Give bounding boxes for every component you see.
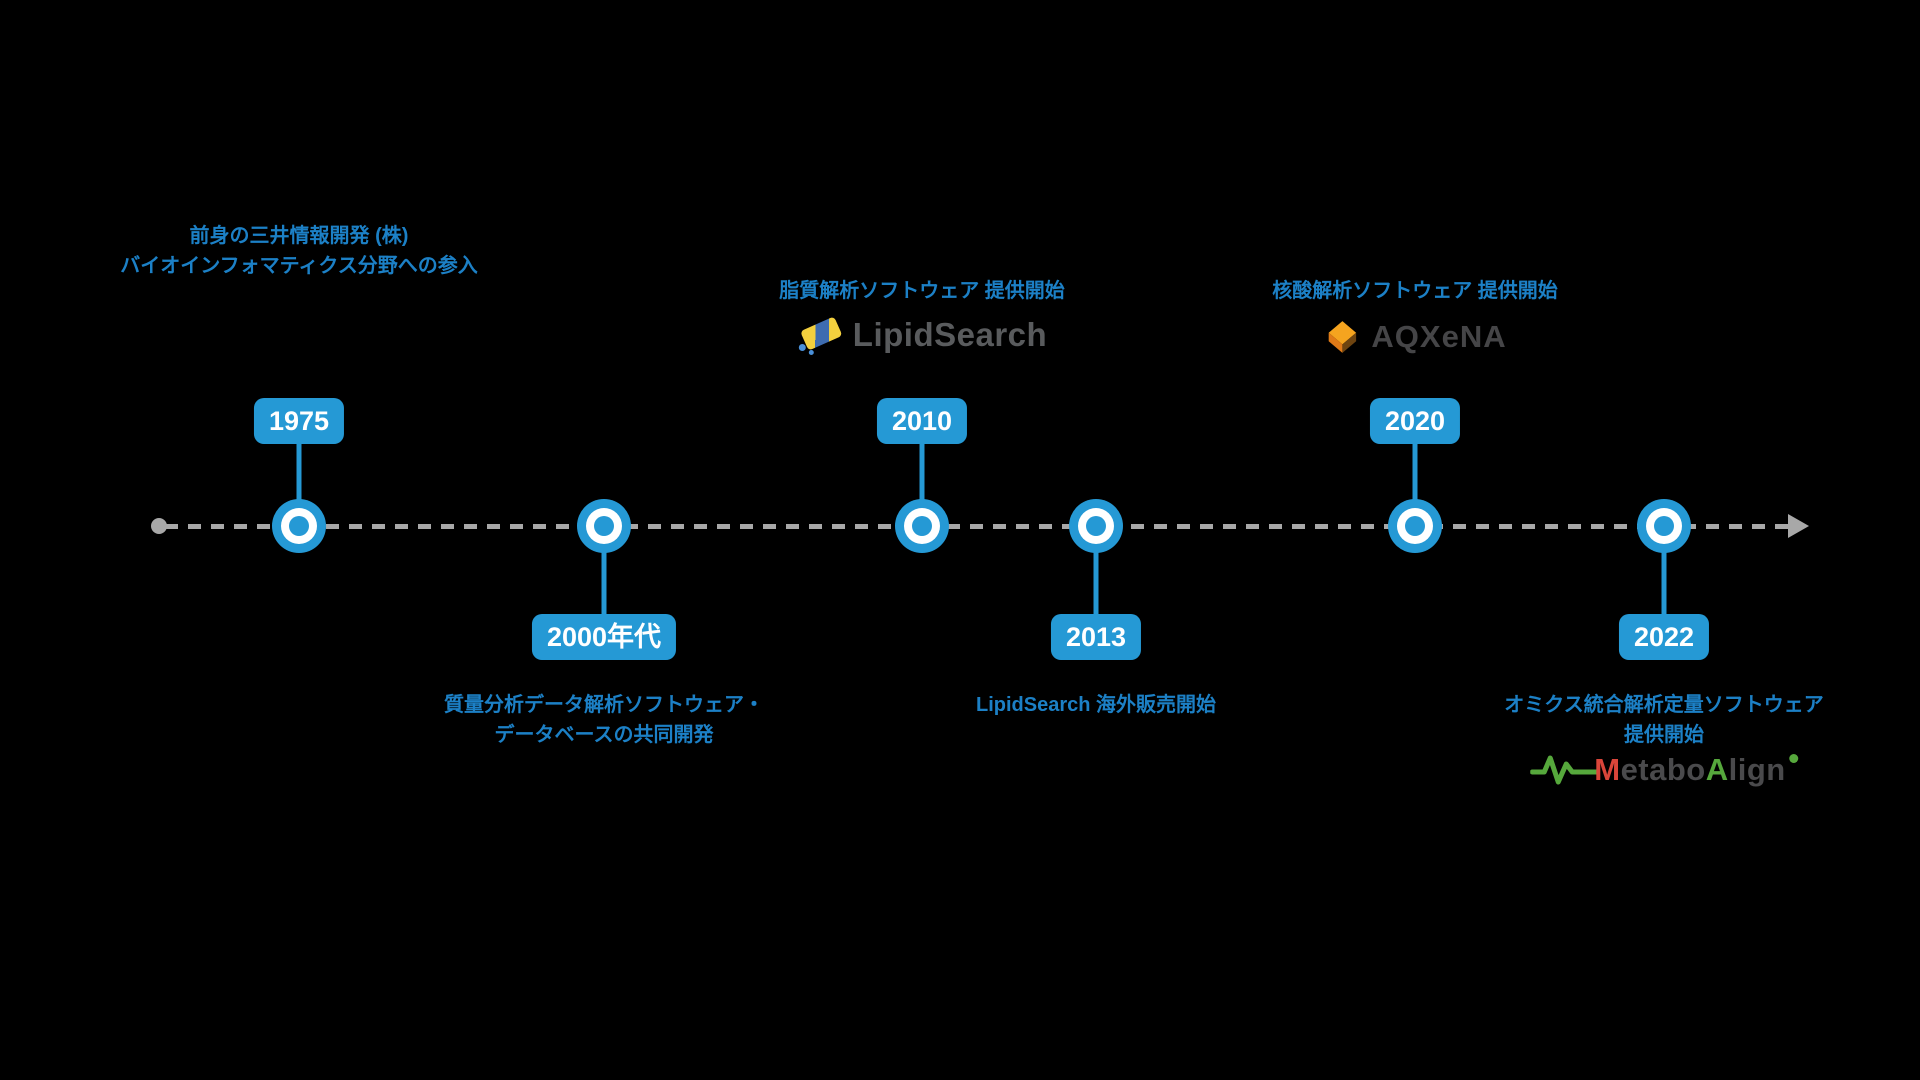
timeline-node-2013 [1069, 499, 1123, 553]
timeline-start-dot [151, 518, 167, 534]
caption-2010: 脂質解析ソフトウェア 提供開始 [779, 276, 1065, 306]
node-dot [912, 516, 932, 536]
timeline-node-2022 [1637, 499, 1691, 553]
node-dot [594, 516, 614, 536]
logo-letters-lign: lign [1728, 752, 1786, 787]
node-ring [586, 508, 622, 544]
timeline-dashed-line [165, 524, 1790, 529]
node-ring [281, 508, 317, 544]
caption-line-1: オミクス統合解析定量ソフトウェア [1504, 694, 1824, 716]
connector-2022 [1661, 526, 1667, 638]
year-badge-2010: 2010 [876, 398, 968, 444]
year-badge-2000s: 2000年代 [531, 614, 677, 660]
node-ring [1078, 508, 1114, 544]
logo-letter-a: A [1705, 752, 1729, 787]
caption-line-1: 核酸解析ソフトウェア 提供開始 [1272, 280, 1558, 302]
droplet-shape [798, 344, 806, 351]
caption-2000s: 質量分析データ解析ソフトウェア・ データベースの共同開発 [444, 690, 764, 750]
caption-2013: LipidSearch 海外販売開始 [976, 690, 1216, 720]
eraser-shape [800, 316, 843, 351]
aqxena-logo: AQXeNA [1323, 318, 1506, 356]
node-dot [1086, 516, 1106, 536]
logo-green-dot [1788, 754, 1798, 763]
timeline-node-2010 [895, 499, 949, 553]
caption-line-2: データベースの共同開発 [494, 724, 714, 746]
year-badge-2020: 2020 [1369, 398, 1461, 444]
caption-line-2: 提供開始 [1624, 724, 1704, 746]
year-badge-2022: 2022 [1618, 614, 1710, 660]
caption-line-1: LipidSearch 海外販売開始 [975, 694, 1217, 716]
connector-2013 [1093, 526, 1099, 638]
connector-2000s [601, 526, 607, 638]
caption-2022: オミクス統合解析定量ソフトウェア 提供開始 [1504, 690, 1823, 750]
node-dot [289, 516, 309, 536]
caption-line-2: バイオインフォマティクス分野への参入 [120, 255, 478, 277]
lipidsearch-logo-icon [797, 314, 843, 356]
node-dot [1405, 516, 1425, 536]
node-ring [1397, 508, 1433, 544]
year-badge-1975: 1975 [253, 398, 345, 444]
connector-1975 [296, 420, 302, 526]
node-dot [1654, 516, 1674, 536]
metaboalign-logo-text: MetaboAlign [1594, 752, 1798, 788]
lipidsearch-logo-text: LipidSearch [852, 316, 1048, 353]
timeline-node-2020 [1388, 499, 1442, 553]
timeline-node-1975 [272, 499, 326, 553]
caption-line-1: 脂質解析ソフトウェア 提供開始 [779, 280, 1065, 302]
logo-letters-etabo: etabo [1620, 752, 1706, 787]
year-badge-2013: 2013 [1050, 614, 1142, 660]
node-ring [904, 508, 940, 544]
caption-1975: 前身の三井情報開発 (株) バイオインフォマティクス分野への参入 [120, 221, 478, 281]
logo-letter-m: M [1594, 752, 1621, 787]
droplet-shape [808, 350, 814, 355]
timeline-node-2000s [577, 499, 631, 553]
caption-2020: 核酸解析ソフトウェア 提供開始 [1272, 276, 1558, 306]
aqxena-logo-icon [1328, 321, 1357, 353]
aqxena-logo-text: AQXeNA [1371, 319, 1507, 354]
node-ring [1646, 508, 1682, 544]
connector-2020 [1412, 420, 1418, 526]
caption-line-1: 前身の三井情報開発 (株) [189, 225, 409, 247]
caption-line-1: 質量分析データ解析ソフトウェア・ [444, 694, 764, 716]
connector-2010 [919, 420, 925, 526]
metaboalign-logo-icon [1530, 755, 1599, 785]
lipidsearch-logo: LipidSearch [797, 314, 1047, 356]
metaboalign-logo: MetaboAlign [1530, 750, 1798, 790]
timeline-arrow-icon [1788, 514, 1809, 538]
